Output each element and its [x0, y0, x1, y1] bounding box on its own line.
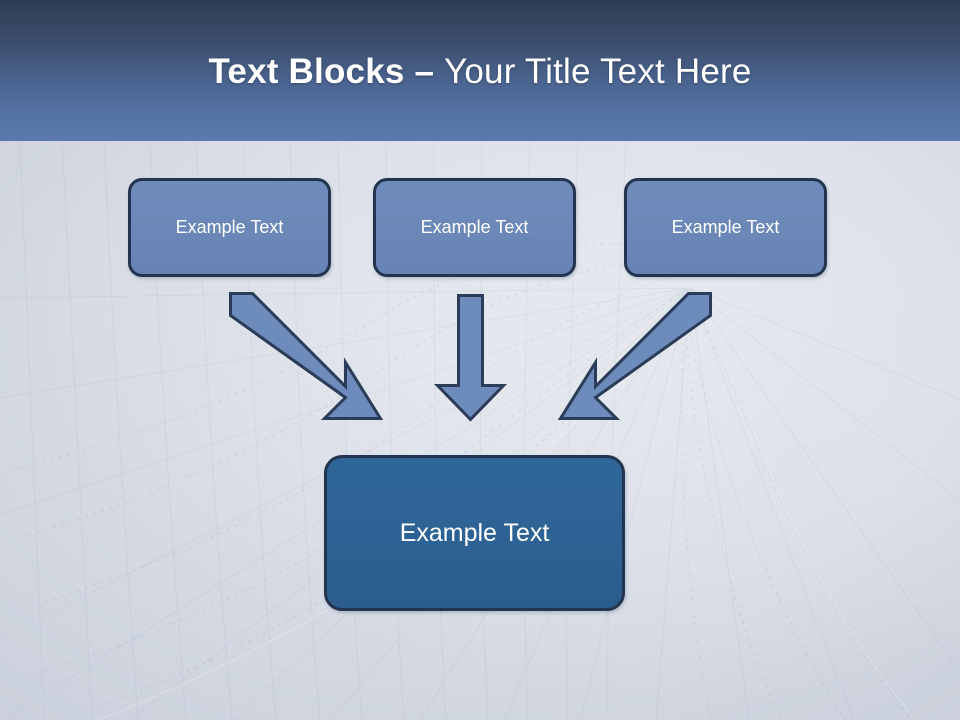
top-box-1-label: Example Text [175, 217, 284, 237]
page-title: Text Blocks – Your Title Text Here [0, 50, 960, 94]
top-box-2-label: Example Text [420, 217, 529, 237]
page-title-dash: – [404, 52, 445, 91]
bottom-box[interactable]: Example Text [324, 455, 625, 611]
top-box-1[interactable]: Example Text [128, 178, 331, 277]
top-box-3[interactable]: Example Text [624, 178, 827, 277]
title-banner: Text Blocks – Your Title Text Here [0, 0, 960, 141]
top-box-3-label: Example Text [671, 217, 780, 237]
top-box-2[interactable]: Example Text [373, 178, 576, 277]
page-title-bold: Text Blocks [208, 52, 405, 91]
page-title-light: Your Title Text Here [444, 52, 752, 91]
bottom-box-label: Example Text [399, 518, 550, 547]
